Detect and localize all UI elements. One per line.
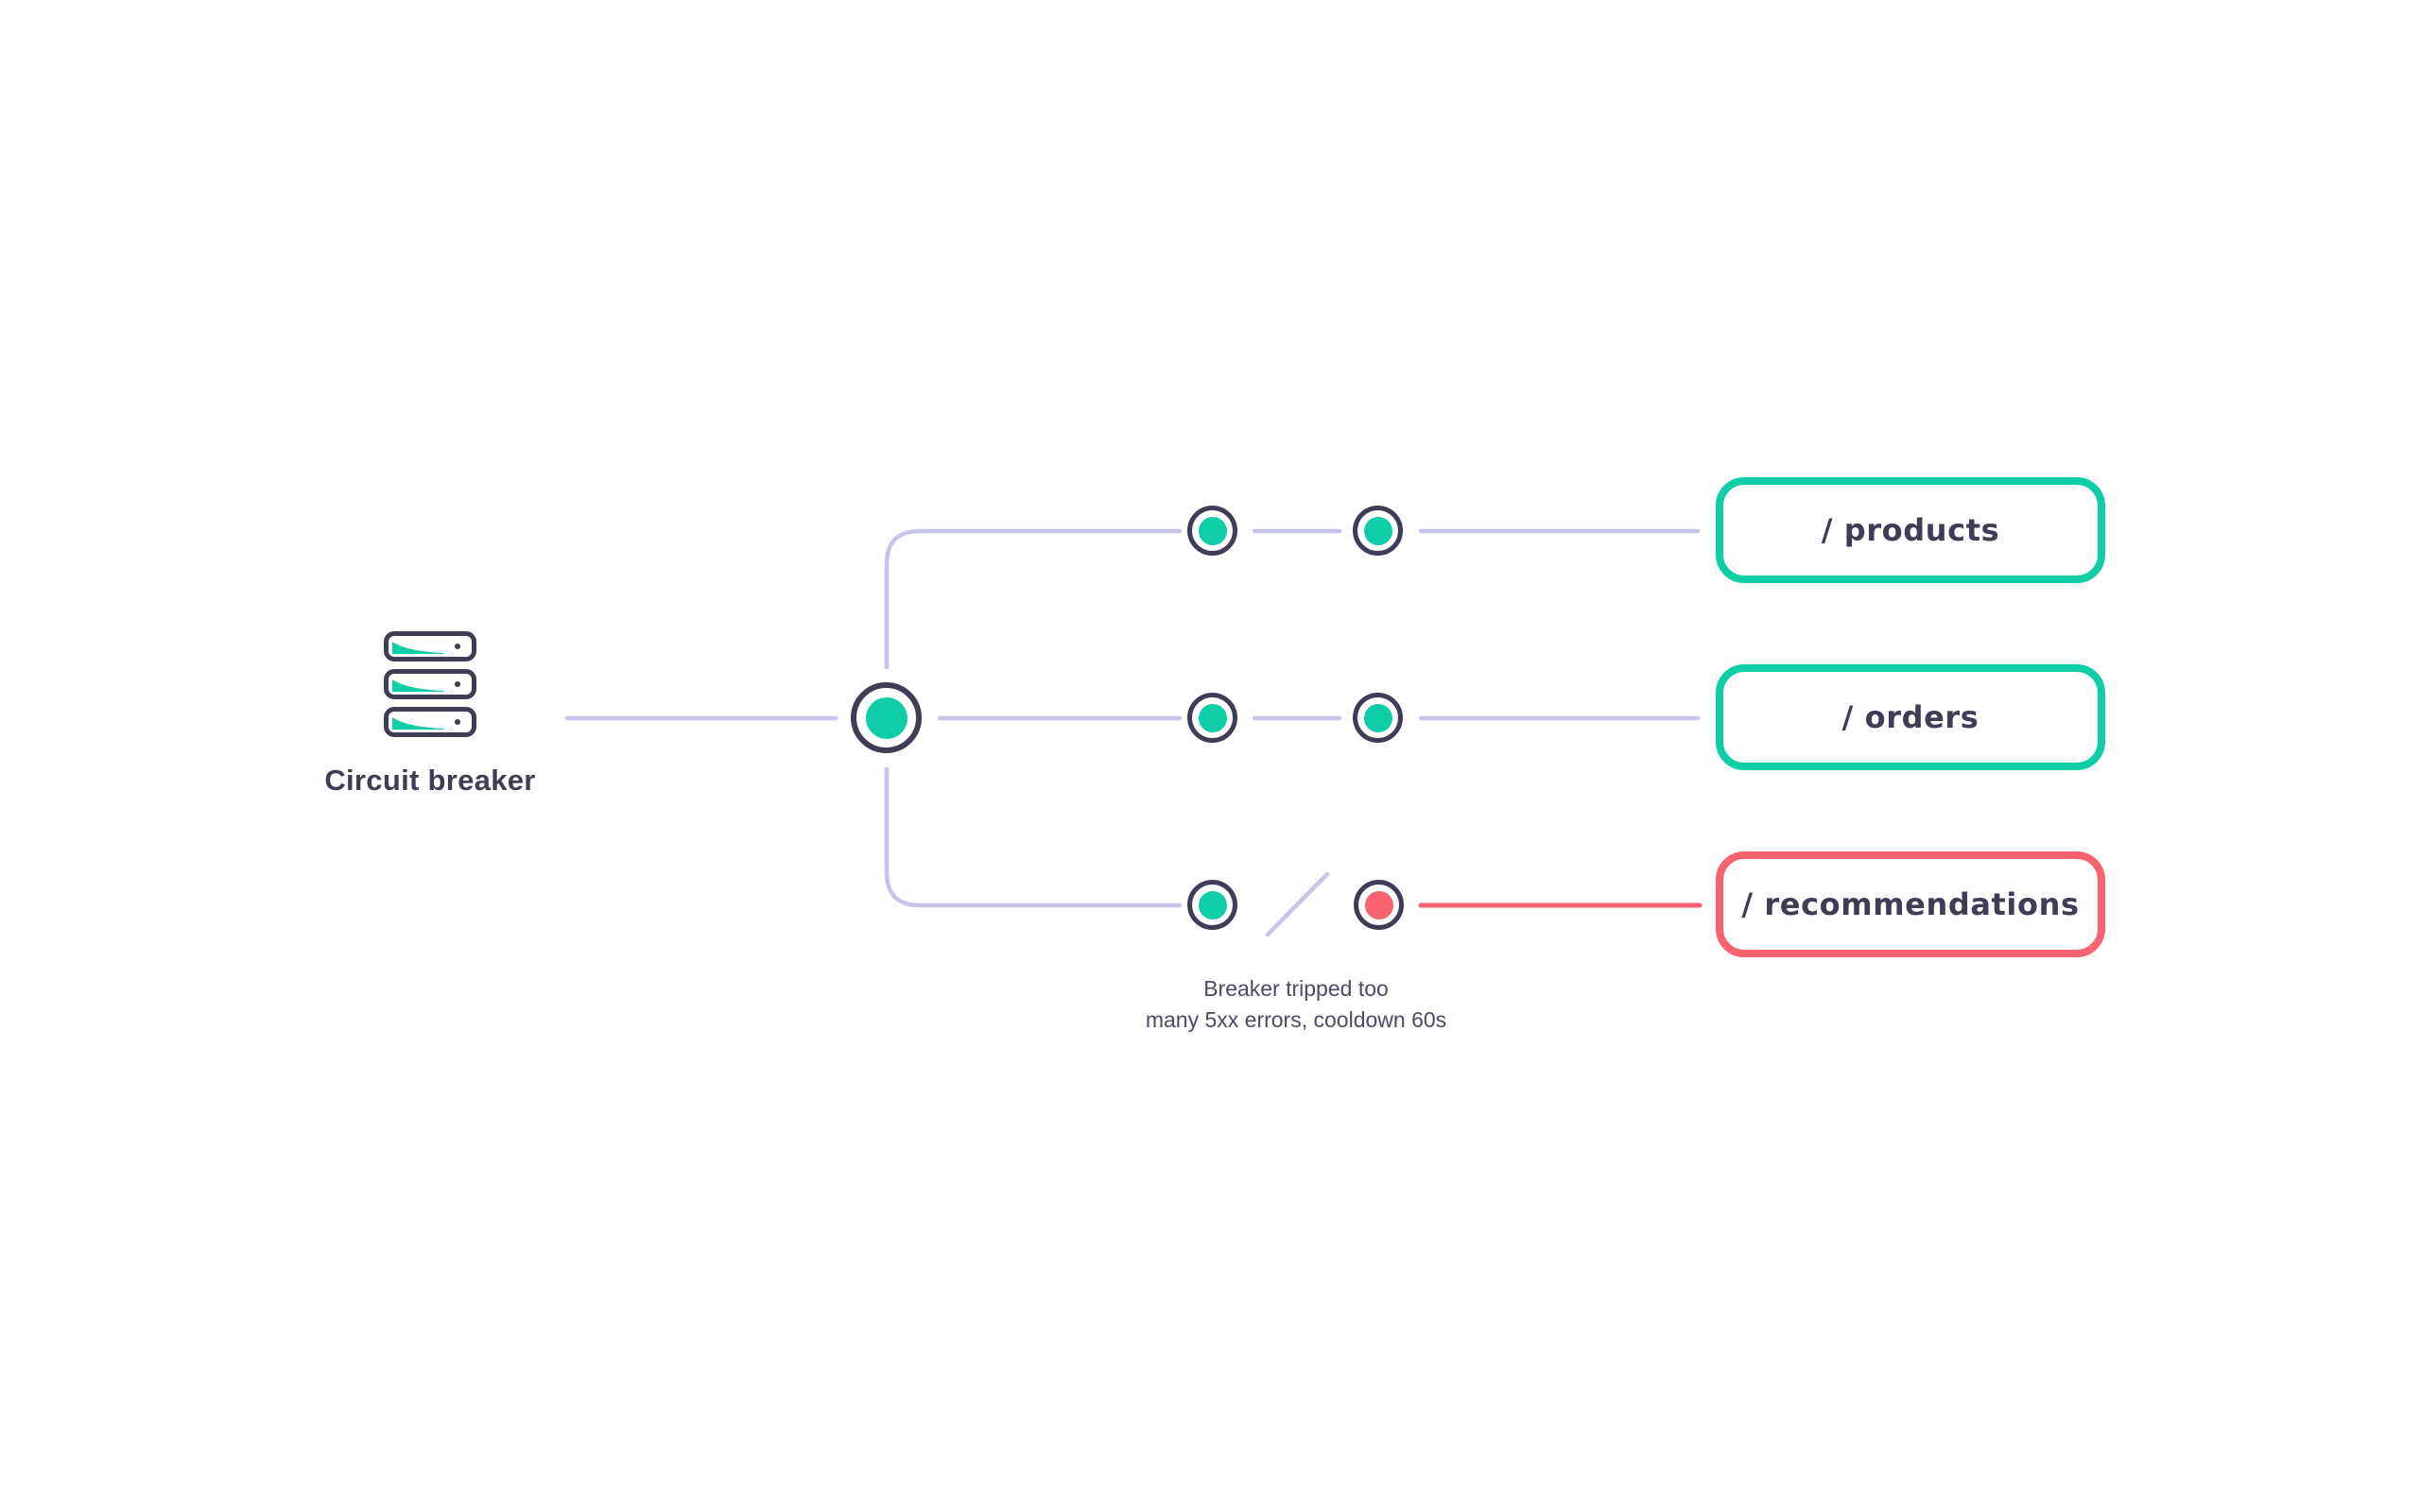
server-led-dot-icon — [455, 644, 460, 649]
server-led-dot-icon — [455, 719, 460, 725]
activity-wedge-icon — [392, 717, 444, 730]
circuit-breaker-label: Circuit breaker — [324, 764, 536, 797]
recommendations-node-1-icon — [1187, 880, 1237, 930]
server-unit-icon — [384, 707, 476, 737]
node-status-core-healthy — [1198, 703, 1227, 732]
node-status-core-healthy — [1363, 703, 1392, 732]
endpoint-label: / recommendations — [1741, 886, 2080, 922]
trip-annotation-line1: Breaker tripped too — [1203, 976, 1389, 1001]
orders-node-1-icon — [1187, 693, 1237, 743]
node-status-core-healthy — [1198, 890, 1227, 919]
activity-wedge-icon — [392, 679, 444, 692]
server-unit-icon — [384, 669, 476, 699]
node-status-core-healthy — [1198, 516, 1227, 545]
open-switch-slash-icon — [1265, 871, 1330, 937]
endpoint-label: / orders — [1841, 699, 1979, 735]
wire-hub-to-bottom-branch — [884, 766, 1183, 908]
hub-status-core-healthy — [865, 696, 908, 739]
server-unit-icon — [384, 631, 476, 662]
endpoint-label: / products — [1821, 512, 2000, 548]
orders-node-2-icon — [1353, 693, 1403, 743]
products-node-1-icon — [1187, 506, 1237, 556]
node-status-core-tripped — [1364, 890, 1393, 919]
activity-wedge-icon — [392, 642, 444, 654]
server-stack-icon — [384, 631, 476, 737]
endpoint-box-products: / products — [1716, 477, 2105, 583]
server-led-dot-icon — [455, 681, 460, 687]
trip-annotation-line2: many 5xx errors, cooldown 60s — [1145, 1007, 1447, 1032]
products-node-2-icon — [1353, 506, 1403, 556]
endpoint-box-recommendations: / recommendations — [1716, 851, 2105, 957]
wire-hub-to-top-branch — [884, 528, 1183, 670]
endpoint-box-orders: / orders — [1716, 664, 2105, 770]
breaker-hub-node-icon — [851, 682, 922, 753]
trip-annotation: Breaker tripped too many 5xx errors, coo… — [1106, 973, 1486, 1036]
recommendations-node-2-icon — [1354, 880, 1404, 930]
node-status-core-healthy — [1363, 516, 1392, 545]
